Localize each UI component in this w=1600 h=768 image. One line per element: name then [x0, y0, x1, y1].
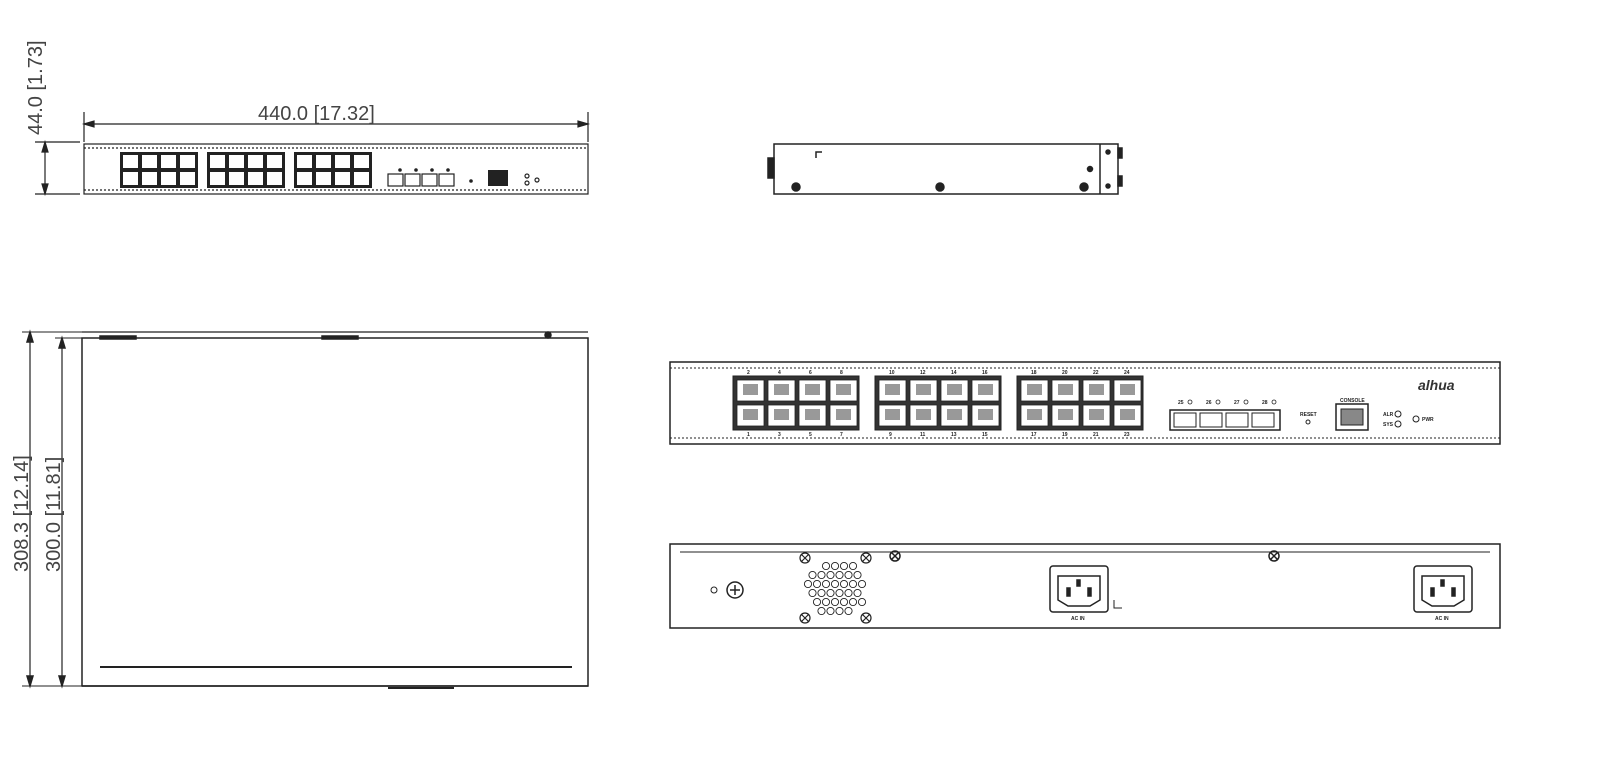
port-number-top: 24: [1124, 370, 1130, 376]
port-number-bottom: 3: [778, 432, 781, 438]
front-height-dimension: 44.0 [1.73]: [25, 40, 47, 135]
port-number-top: 16: [982, 370, 988, 376]
top-depth-body-dimension: 300.0 [11.81]: [43, 457, 65, 572]
reset-label: RESET: [1300, 412, 1317, 418]
led-label-alr: ALR: [1383, 412, 1394, 418]
port-number-bottom: 23: [1124, 432, 1130, 438]
brand-logo: alhua: [1418, 377, 1455, 393]
port-number-top: 10: [889, 370, 895, 376]
led-pwr: [1412, 415, 1420, 423]
led-label-sys: SYS: [1383, 422, 1394, 428]
port-number-top: 8: [840, 370, 843, 376]
front-width-dimension: 440.0 [17.32]: [258, 103, 375, 125]
ac-in-label-2: AC IN: [1435, 616, 1449, 622]
rear-screw-icon: [889, 550, 1280, 562]
port-number-top: 22: [1093, 370, 1099, 376]
front-view-dimensioned: [35, 112, 591, 197]
port-number-bottom: 1: [747, 432, 750, 438]
port-number-top: 18: [1031, 370, 1037, 376]
port-number-bottom: 13: [951, 432, 957, 438]
port-number-bottom: 5: [809, 432, 812, 438]
sfp-label: 26: [1206, 400, 1212, 406]
port-number-bottom: 7: [840, 432, 843, 438]
port-number-bottom: 17: [1031, 432, 1037, 438]
sfp-label: 27: [1234, 400, 1240, 406]
port-number-bottom: 19: [1062, 432, 1068, 438]
led-sys: [1394, 420, 1402, 428]
console-label: CONSOLE: [1340, 398, 1365, 404]
port-number-bottom: 21: [1093, 432, 1099, 438]
ac-inlet-1-icon: [1049, 565, 1122, 613]
led-label-pwr: PWR: [1422, 417, 1434, 423]
ac-in-label-1: AC IN: [1071, 616, 1085, 622]
ground-screw-icon: [726, 581, 744, 599]
port-number-bottom: 11: [920, 432, 926, 438]
sfp-label: 25: [1178, 400, 1184, 406]
port-number-bottom: 15: [982, 432, 988, 438]
port-number-top: 4: [778, 370, 781, 376]
rear-panel-detail: [669, 543, 1501, 629]
fan-grille-icon: [799, 552, 872, 624]
port-number-top: 20: [1062, 370, 1068, 376]
side-view: [767, 143, 1123, 195]
reset-hole: [1305, 419, 1311, 425]
front-view-port-block: [120, 152, 540, 188]
ac-inlet-2-icon: [1413, 565, 1473, 613]
port-number-bottom: 9: [889, 432, 892, 438]
port-number-top: 12: [920, 370, 926, 376]
top-depth-overall-dimension: 308.3 [12.14]: [11, 455, 33, 572]
port-number-top: 6: [809, 370, 812, 376]
ground-symbol-icon: [710, 586, 718, 594]
sfp-port-block: 25 26 27 28: [1169, 399, 1281, 431]
top-view: [22, 329, 589, 689]
rj45-port-array: [732, 375, 1144, 431]
console-port: [1335, 403, 1369, 431]
sfp-label: 28: [1262, 400, 1268, 406]
led-alr: [1394, 410, 1402, 418]
port-number-top: 14: [951, 370, 957, 376]
port-number-top: 2: [747, 370, 750, 376]
